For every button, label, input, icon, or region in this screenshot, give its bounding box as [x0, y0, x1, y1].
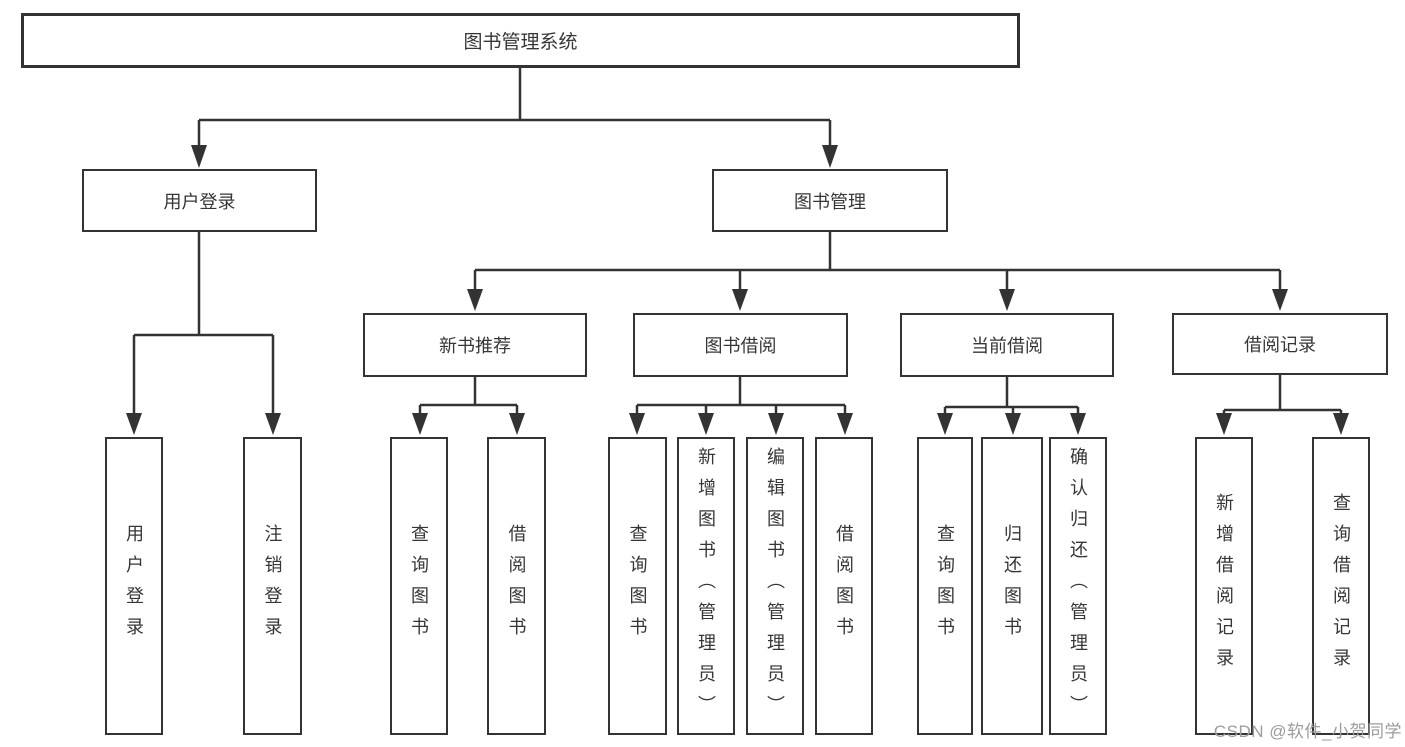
arrowhead-current [999, 289, 1015, 311]
node-book-management-label: 图书管理 [794, 191, 866, 212]
leaf-add-borrow-record-label: 新增借阅记录 [1214, 493, 1234, 679]
leaf-edit-books-admin-label: 编辑图书（管理员） [765, 446, 785, 726]
leaf-borrow-books-2: 借阅图书 [815, 437, 873, 735]
csdn-watermark: CSDN @软件_小贺同学 [1213, 722, 1402, 741]
node-user-login: 用户登录 [82, 169, 317, 232]
leaf-edit-books-admin: 编辑图书（管理员） [746, 437, 804, 735]
arrowhead-login-2 [265, 413, 281, 435]
arrowhead-newbook-1 [412, 413, 428, 435]
arrowhead-borrow-2 [698, 413, 714, 435]
arrowhead-borrow [732, 289, 748, 311]
leaf-logout: 注销登录 [243, 437, 302, 735]
leaf-user-login: 用户登录 [105, 437, 163, 735]
arrowhead-current-1 [937, 413, 953, 435]
leaf-query-books-2: 查询图书 [608, 437, 667, 735]
arrowhead-current-3 [1070, 413, 1086, 435]
leaf-add-borrow-record: 新增借阅记录 [1195, 437, 1253, 735]
arrowhead-records-1 [1216, 413, 1232, 435]
node-library-system-label: 图书管理系统 [463, 32, 578, 53]
arrowhead-login-1 [126, 413, 142, 435]
leaf-borrow-books-1: 借阅图书 [487, 437, 546, 735]
leaf-query-books-3-label: 查询图书 [935, 524, 955, 648]
leaf-add-books-admin: 新增图书（管理员） [677, 437, 735, 735]
leaf-user-login-label: 用户登录 [124, 524, 144, 648]
node-current-borrowing-label: 当前借阅 [971, 336, 1043, 356]
node-borrow-records: 借阅记录 [1172, 313, 1388, 375]
arrowhead-borrow-1 [629, 413, 645, 435]
leaf-query-books-1: 查询图书 [390, 437, 448, 735]
leaf-query-borrow-record-label: 查询借阅记录 [1331, 493, 1351, 679]
arrowhead-borrow-4 [837, 413, 853, 435]
node-book-management: 图书管理 [712, 169, 948, 232]
arrowhead-user-login [191, 145, 207, 168]
node-book-borrowing: 图书借阅 [633, 313, 848, 377]
leaf-return-books: 归还图书 [981, 437, 1043, 735]
leaf-return-books-label: 归还图书 [1002, 524, 1022, 648]
leaf-query-books-3: 查询图书 [917, 437, 973, 735]
node-new-book-recommend-label: 新书推荐 [439, 336, 511, 356]
node-library-system: 图书管理系统 [21, 13, 1020, 68]
leaf-query-books-1-label: 查询图书 [409, 524, 429, 648]
node-user-login-label: 用户登录 [163, 191, 236, 212]
arrowhead-records [1272, 289, 1288, 311]
leaf-borrow-books-2-label: 借阅图书 [834, 524, 854, 648]
node-new-book-recommend: 新书推荐 [363, 313, 587, 377]
arrowhead-newbook [467, 289, 483, 311]
leaf-query-books-2-label: 查询图书 [627, 524, 648, 648]
leaf-borrow-books-1-label: 借阅图书 [506, 524, 527, 648]
leaf-confirm-return-admin: 确认归还（管理员） [1049, 437, 1107, 735]
leaf-add-books-admin-label: 新增图书（管理员） [696, 446, 716, 726]
node-borrow-records-label: 借阅记录 [1244, 335, 1316, 355]
arrowhead-current-2 [1005, 413, 1021, 435]
arrowhead-borrow-3 [768, 413, 784, 435]
leaf-confirm-return-admin-label: 确认归还（管理员） [1068, 446, 1088, 726]
leaf-query-borrow-record: 查询借阅记录 [1312, 437, 1370, 735]
arrowhead-book-mgmt [822, 145, 838, 168]
leaf-logout-label: 注销登录 [262, 524, 283, 648]
node-book-borrowing-label: 图书借阅 [704, 336, 777, 356]
arrowhead-records-2 [1333, 413, 1349, 435]
node-current-borrowing: 当前借阅 [900, 313, 1114, 377]
arrowhead-newbook-2 [509, 413, 525, 435]
